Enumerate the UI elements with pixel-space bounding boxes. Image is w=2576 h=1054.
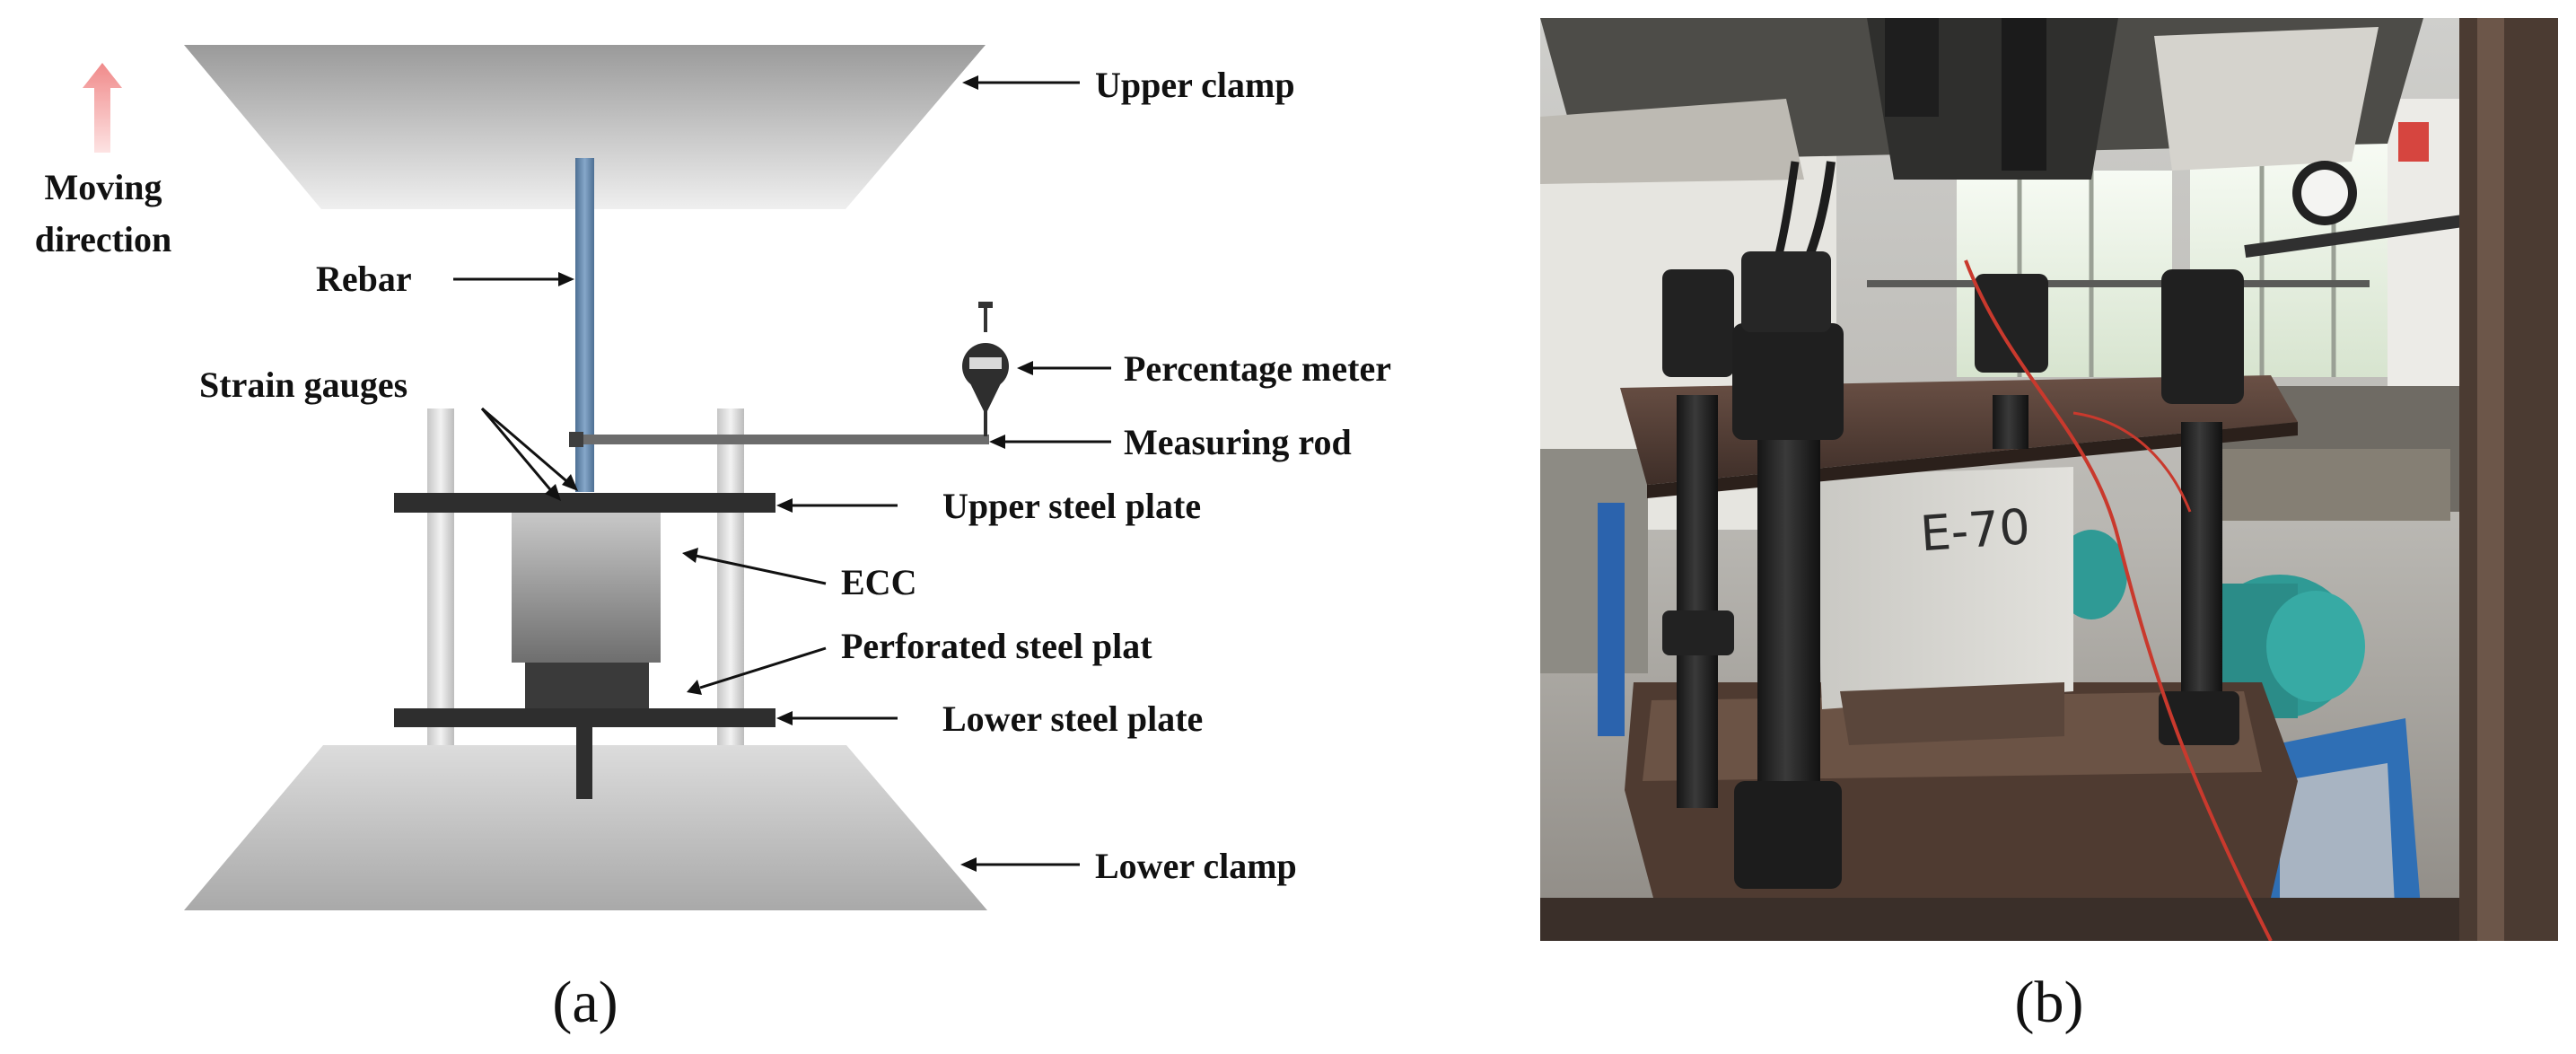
left-equipment <box>1540 449 1648 673</box>
left-support-column <box>427 408 454 745</box>
label-ecc: ECC <box>841 562 916 602</box>
rebar <box>575 158 594 492</box>
label-rebar: Rebar <box>316 259 412 299</box>
sign-red <box>2398 122 2429 162</box>
moving-direction-label-line1: Moving <box>44 167 162 207</box>
label-perforated-steel-plate: Perforated steel plat <box>841 626 1152 666</box>
lower-clamp <box>184 745 987 910</box>
label-upper-steel-plate: Upper steel plate <box>942 486 1201 526</box>
upper-steel-plate <box>394 493 775 513</box>
photo-gauge-wire <box>1964 259 2273 941</box>
label-lower-clamp: Lower clamp <box>1095 846 1297 886</box>
right-support-column <box>717 408 744 745</box>
leader-lines <box>453 75 1111 872</box>
measuring-rod-clamp <box>569 432 583 447</box>
percentage-meter <box>962 302 1009 436</box>
measuring-rod <box>569 435 989 444</box>
photo-measuring-rod <box>1867 280 2370 287</box>
upper-clamp <box>184 45 986 209</box>
label-lower-steel-plate: Lower steel plate <box>942 698 1203 739</box>
caption-b: (b) <box>2015 970 2084 1035</box>
specimen-marking: E-70 <box>1918 498 2031 562</box>
caption-a: (a) <box>552 970 618 1035</box>
perforated-steel-plate <box>525 663 649 708</box>
photo-bolts <box>1662 251 2244 889</box>
lower-steel-plate <box>394 708 775 727</box>
label-measuring-rod: Measuring rod <box>1124 422 1352 462</box>
panel-a-schematic: Moving direction <box>35 45 1391 1035</box>
left-blue-post <box>1598 503 1625 736</box>
moving-direction-arrow <box>83 63 122 153</box>
photo-ecc-cube <box>1813 467 2073 709</box>
bottom-rod <box>576 727 592 799</box>
frame-column-right <box>2459 18 2558 941</box>
ecc-specimen <box>512 513 661 663</box>
label-upper-clamp: Upper clamp <box>1095 65 1295 105</box>
moving-direction-label-line2: direction <box>35 219 172 259</box>
label-percentage-meter: Percentage meter <box>1124 348 1391 389</box>
photo-perforated-plate <box>1840 682 2064 745</box>
label-strain-gauges: Strain gauges <box>199 365 407 405</box>
panel-b-photo: E-70 <box>1540 18 2558 941</box>
